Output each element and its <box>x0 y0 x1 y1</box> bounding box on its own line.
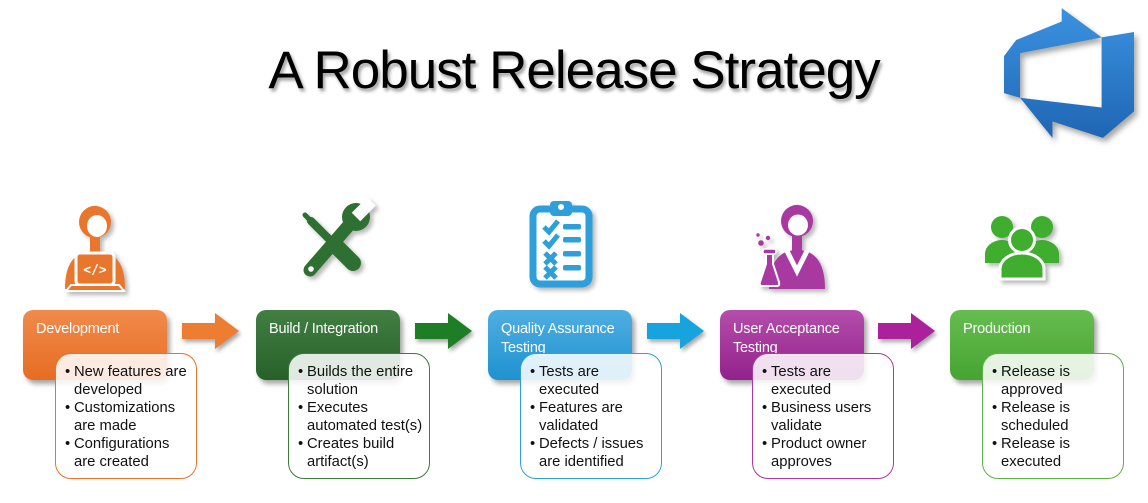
bullet-item: •Configurations are created <box>65 436 192 471</box>
bullet-text: Creates build artifact(s) <box>307 436 395 470</box>
uat-scientist-icon <box>742 196 842 296</box>
flow-arrow-icon <box>415 312 473 350</box>
bullet-text: New features are developed <box>74 364 187 398</box>
bullet-dot: • <box>992 364 998 380</box>
stage-bullet-list: •Tests are executed•Business users valid… <box>762 364 889 471</box>
bullet-text: Tests are executed <box>539 364 600 398</box>
stage-bullets-card: •Tests are executed•Business users valid… <box>752 353 894 479</box>
bullet-dot: • <box>65 400 71 416</box>
bullet-item: •Release is executed <box>992 436 1119 471</box>
bullet-dot: • <box>762 400 768 416</box>
qa-checklist-icon <box>510 196 610 296</box>
build-tools-icon <box>278 196 378 296</box>
page-title: A Robust Release Strategy <box>268 41 880 100</box>
developer-at-laptop-icon: </> <box>45 196 145 296</box>
bullet-dot: • <box>298 364 304 380</box>
bullet-item: •Builds the entire solution <box>298 364 425 399</box>
bullet-text: Release is scheduled <box>1001 400 1071 434</box>
stage-bullet-list: •Tests are executed•Features are validat… <box>530 364 657 471</box>
bullet-text: Release is executed <box>1001 436 1071 470</box>
bullet-dot: • <box>762 364 768 380</box>
bullet-item: •Executes automated test(s) <box>298 400 425 435</box>
bullet-text: Product owner approves <box>771 436 867 470</box>
bullet-text: Tests are executed <box>771 364 832 398</box>
stage-bullet-list: •Release is approved•Release is schedule… <box>992 364 1119 471</box>
bullet-item: •Creates build artifact(s) <box>298 436 425 471</box>
bullet-item: •Business users validate <box>762 400 889 435</box>
bullet-item: •Tests are executed <box>762 364 889 399</box>
bullet-dot: • <box>992 400 998 416</box>
stage-header-label: Production <box>963 321 1031 337</box>
bullet-text: Release is approved <box>1001 364 1071 398</box>
bullet-text: Business users validate <box>771 400 872 434</box>
stage-bullets-card: •Release is approved•Release is schedule… <box>982 353 1124 479</box>
production-team-icon <box>972 196 1072 296</box>
stage-bullets-card: •New features are developed•Customizatio… <box>55 353 197 479</box>
flow-arrow-icon <box>647 312 705 350</box>
bullet-dot: • <box>530 364 536 380</box>
stage-bullet-list: •Builds the entire solution•Executes aut… <box>298 364 425 471</box>
bullet-item: •Tests are executed <box>530 364 657 399</box>
bullet-dot: • <box>65 436 71 452</box>
bullet-text: Executes automated test(s) <box>307 400 423 434</box>
flow-arrow-icon <box>878 312 936 350</box>
stage-bullets-card: •Builds the entire solution•Executes aut… <box>288 353 430 479</box>
bullet-item: •Defects / issues are identified <box>530 436 657 471</box>
bullet-dot: • <box>298 436 304 452</box>
bullet-item: •Customizations are made <box>65 400 192 435</box>
bullet-dot: • <box>530 400 536 416</box>
bullet-dot: • <box>992 436 998 452</box>
bullet-text: Builds the entire solution <box>307 364 414 398</box>
bullet-item: •New features are developed <box>65 364 192 399</box>
svg-text:</>: </> <box>83 263 107 278</box>
bullet-text: Defects / issues are identified <box>539 436 644 470</box>
bullet-text: Configurations are created <box>74 436 170 470</box>
bullet-text: Features are validated <box>539 400 623 434</box>
bullet-item: •Product owner approves <box>762 436 889 471</box>
stage-header-label: Development <box>36 321 120 337</box>
bullet-item: •Release is scheduled <box>992 400 1119 435</box>
stage-header-label: Build / Integration <box>269 321 379 337</box>
flow-arrow-icon <box>182 312 240 350</box>
stage-header-label: User Acceptance Testing <box>733 321 840 356</box>
bullet-item: •Release is approved <box>992 364 1119 399</box>
bullet-dot: • <box>762 436 768 452</box>
azure-devops-icon <box>1004 6 1134 140</box>
bullet-item: •Features are validated <box>530 400 657 435</box>
bullet-dot: • <box>298 400 304 416</box>
stage-bullets-card: •Tests are executed•Features are validat… <box>520 353 662 479</box>
stage-header-label: Quality Assurance Testing <box>501 321 615 356</box>
bullet-text: Customizations are made <box>74 400 176 434</box>
bullet-dot: • <box>65 364 71 380</box>
bullet-dot: • <box>530 436 536 452</box>
stage-bullet-list: •New features are developed•Customizatio… <box>65 364 192 471</box>
